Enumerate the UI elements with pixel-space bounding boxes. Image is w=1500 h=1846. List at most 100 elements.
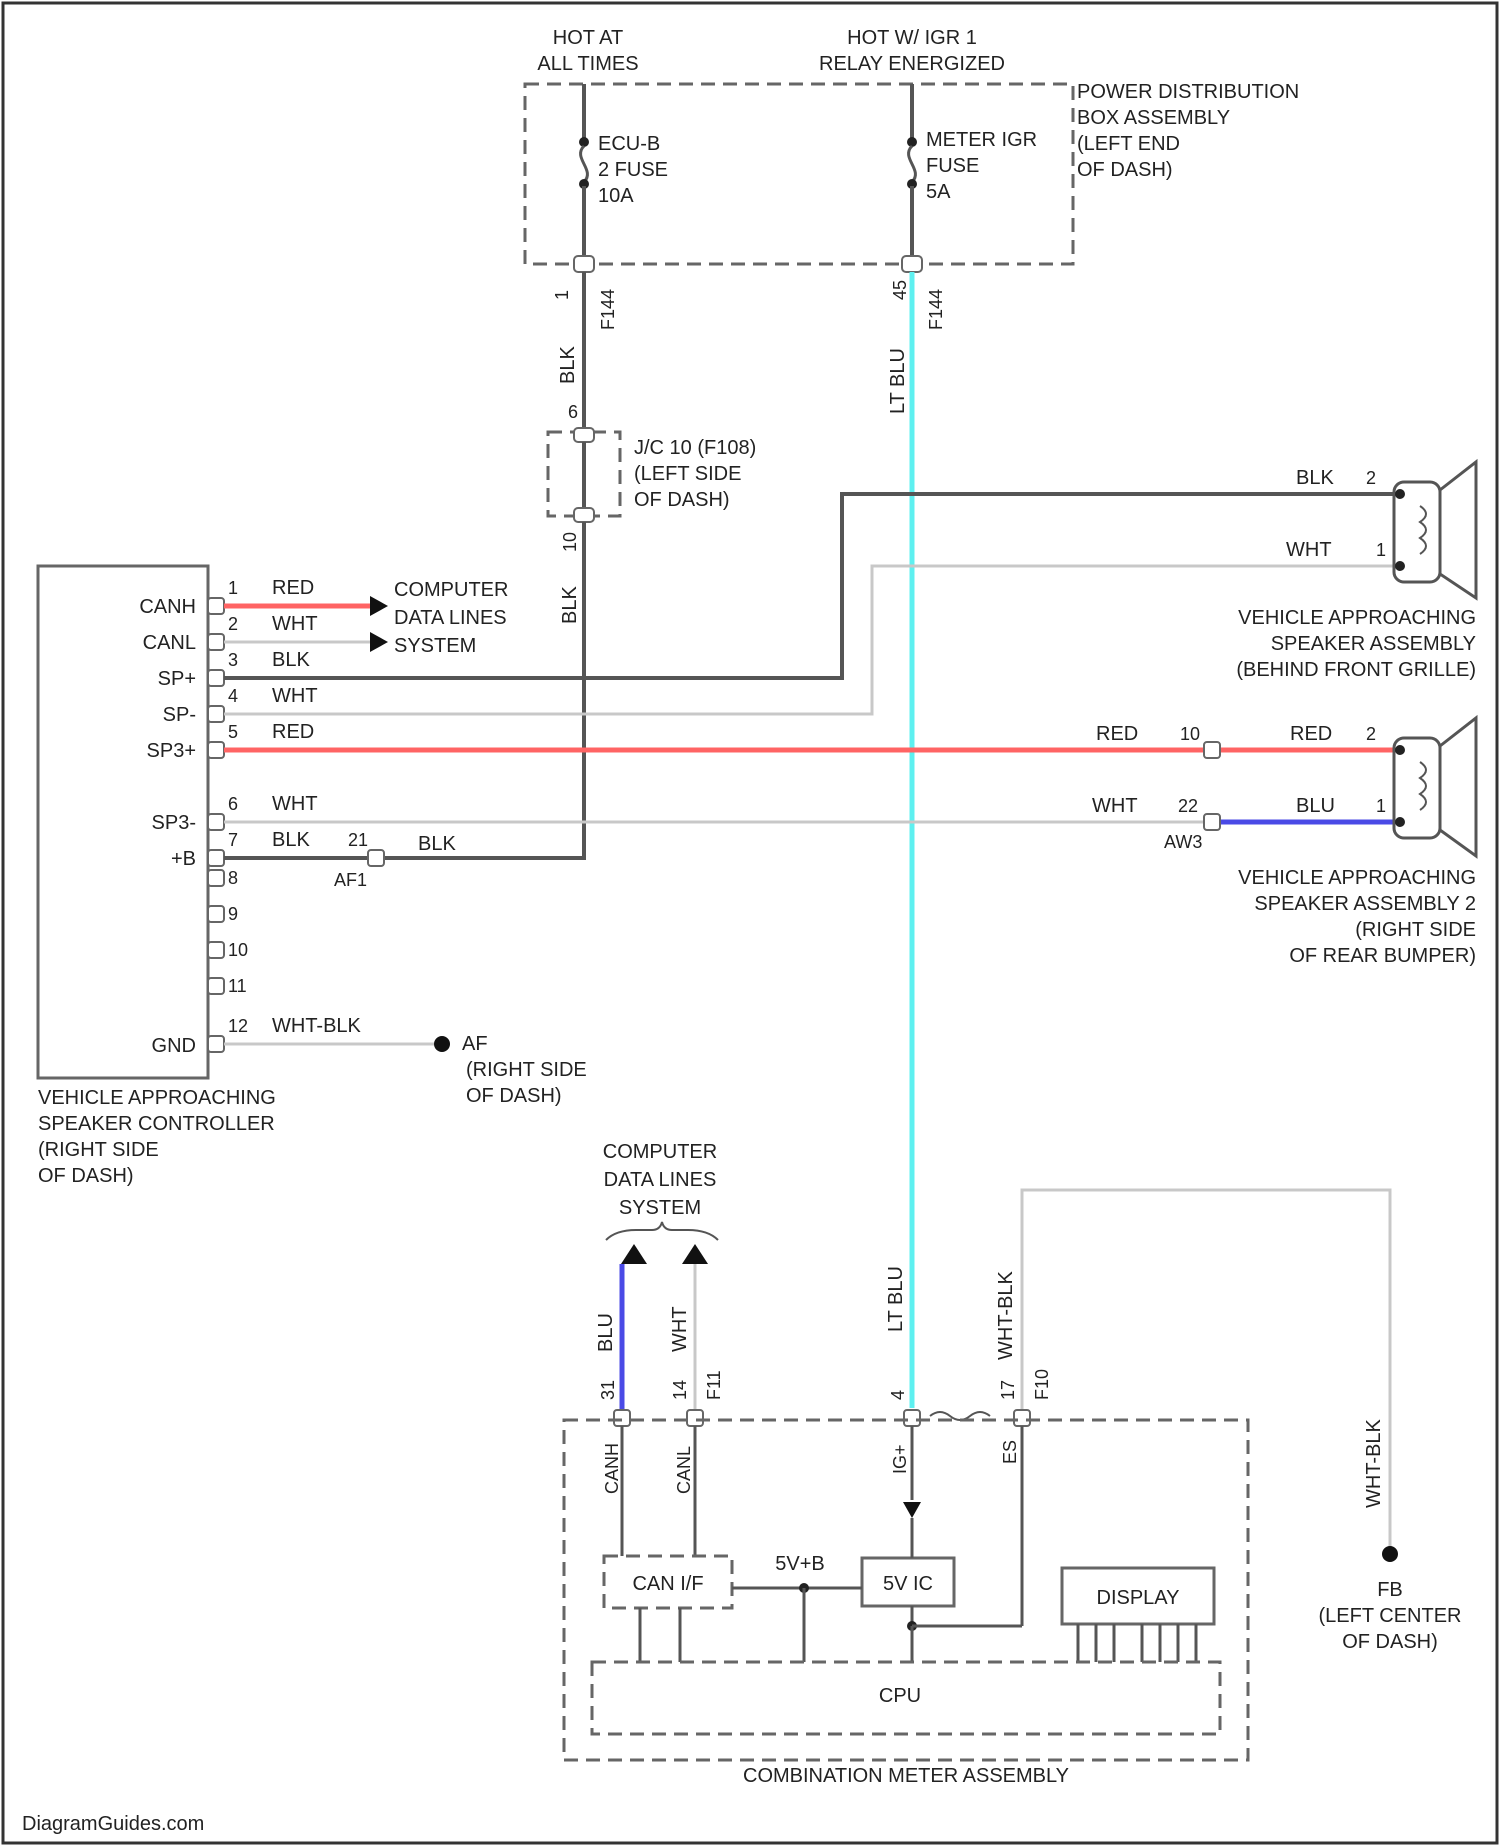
pin-number: 1 [228, 578, 238, 598]
fuse-meter-line1: METER IGR [926, 129, 1037, 151]
pin-terminal [208, 850, 224, 866]
meter-pin-31: 31 [598, 1380, 618, 1400]
fuse-ecu-line1: ECU-B [598, 133, 660, 155]
pin-number: 2 [228, 614, 238, 634]
pin-name: CANL [143, 632, 196, 654]
controller-pin-11: 11 [208, 976, 247, 996]
spk2-inline-top: 10 [1180, 724, 1200, 744]
pdb-label-4: OF DASH) [1077, 159, 1173, 181]
meter-pin-14: 14 [670, 1380, 690, 1400]
pin-terminal [208, 1036, 224, 1052]
meter-pin-terminal [1014, 1410, 1030, 1426]
meter-whtblk-label: WHT-BLK [995, 1270, 1017, 1360]
pin-number: 8 [228, 868, 238, 888]
controller-pin-10: 10 [208, 940, 248, 960]
plus-b-blk-label: BLK [418, 833, 456, 855]
pin-number: 11 [228, 976, 247, 996]
jc-label-2: (LEFT SIDE [634, 463, 741, 485]
spk1-label-1: VEHICLE APPROACHING [1238, 607, 1476, 629]
hot-at-all-times-line2: ALL TIMES [537, 53, 638, 75]
pin-terminal [208, 706, 224, 722]
pin-wire-color: BLK [272, 649, 310, 671]
controller-pin-5: SP3+ 5 RED [147, 721, 315, 762]
f144-right-connector [902, 256, 922, 272]
meter-conn-a: F11 [704, 1370, 724, 1400]
hot-ig-line1: HOT W/ IGR 1 [847, 27, 977, 49]
controller-pin-1: CANH 1 RED [139, 577, 314, 618]
spk2-pin-bottom: 1 [1376, 796, 1386, 816]
cpu-label: CPU [879, 1685, 921, 1707]
wire-color-blk-1: BLK [557, 346, 579, 384]
controller-computer-lines-3: SYSTEM [394, 635, 476, 657]
meter-conn-b: F10 [1032, 1369, 1052, 1400]
af1-conn: AF1 [334, 870, 367, 890]
controller-pin-6: SP3- 6 WHT [152, 793, 318, 834]
pdb-label-3: (LEFT END [1077, 133, 1180, 155]
pin-name: SP- [163, 704, 196, 726]
controller-pin-9: 9 [208, 904, 238, 924]
pin-number: 4 [228, 686, 238, 706]
arrow-down-icon [903, 1502, 921, 1518]
f144-left-connector [574, 256, 594, 272]
pin-terminal [208, 870, 224, 886]
five-v-b-label: 5V+B [775, 1553, 824, 1575]
pin-wire-color: WHT-BLK [272, 1015, 362, 1037]
hot-ig-line2: RELAY ENERGIZED [819, 53, 1005, 75]
pdb-pin-left: 1 [552, 290, 572, 300]
pin-terminal [208, 942, 224, 958]
ground-point-icon [434, 1036, 450, 1052]
jc-connector-top [574, 428, 594, 442]
fuse-terminal [579, 137, 589, 147]
watermark: DiagramGuides.com [22, 1813, 204, 1835]
computer-lines-brace [606, 1222, 718, 1240]
pin-terminal [208, 670, 224, 686]
can-if-label: CAN I/F [632, 1573, 703, 1595]
spk2-inline-bottom: 22 [1178, 796, 1198, 816]
controller-pin-3: SP+ 3 BLK [158, 649, 311, 690]
jc-label-1: J/C 10 (F108) [634, 437, 756, 459]
jc-label-3: OF DASH) [634, 489, 730, 511]
ground-af-label-2: OF DASH) [466, 1085, 562, 1107]
ground-point-icon [1382, 1546, 1398, 1562]
pin-terminal [208, 598, 224, 614]
meter-pin-terminal [687, 1410, 703, 1426]
pin-wire-color: BLK [272, 829, 310, 851]
jc-pin-top: 6 [568, 402, 578, 422]
pin-wire-color: WHT [272, 613, 318, 635]
meter-sig-ig: IG+ [890, 1444, 910, 1474]
meter-es-wht-blk-wire [1022, 1190, 1390, 1548]
pdb-label-1: POWER DISTRIBUTION [1077, 81, 1299, 103]
pin-number: 10 [228, 940, 248, 960]
spk1-blk-label: BLK [1296, 467, 1334, 489]
spk2-label-2: SPEAKER ASSEMBLY 2 [1254, 893, 1476, 915]
fuse-ecu-line2: 2 FUSE [598, 159, 668, 181]
pdb-pin-right: 45 [890, 280, 910, 300]
af1-pin: 21 [348, 830, 368, 850]
pin-name: GND [152, 1035, 196, 1057]
pin-number: 12 [228, 1016, 248, 1036]
pin-terminal [208, 742, 224, 758]
jc-connector-bottom [574, 508, 594, 522]
spk2-red-label-a: RED [1096, 723, 1138, 745]
pin-number: 7 [228, 830, 238, 850]
controller-pin-12: GND 12 WHT-BLK [152, 1015, 362, 1057]
ground-af-label-1: (RIGHT SIDE [466, 1059, 587, 1081]
pin-terminal [208, 814, 224, 830]
ground-fb-id: FB [1377, 1579, 1403, 1601]
pdb-conn-right: F144 [926, 289, 946, 330]
spk2-inline-conn: AW3 [1164, 832, 1202, 852]
af1-inline-connector [368, 850, 384, 866]
pdb-label-2: BOX ASSEMBLY [1077, 107, 1230, 129]
fuse-terminal [907, 137, 917, 147]
meter-computer-lines-1: COMPUTER [603, 1141, 717, 1163]
fuse-meter-line3: 5A [926, 181, 951, 203]
speaker-2-icon [1394, 718, 1476, 856]
spk2-label-4: OF REAR BUMPER) [1289, 945, 1476, 967]
hot-at-all-times-line1: HOT AT [553, 27, 623, 49]
controller-label-3: (RIGHT SIDE [38, 1139, 159, 1161]
meter-blu-label: BLU [595, 1313, 617, 1352]
controller-computer-lines-1: COMPUTER [394, 579, 508, 601]
pin-terminal [208, 634, 224, 650]
fb-whtblk-label: WHT-BLK [1363, 1418, 1385, 1508]
